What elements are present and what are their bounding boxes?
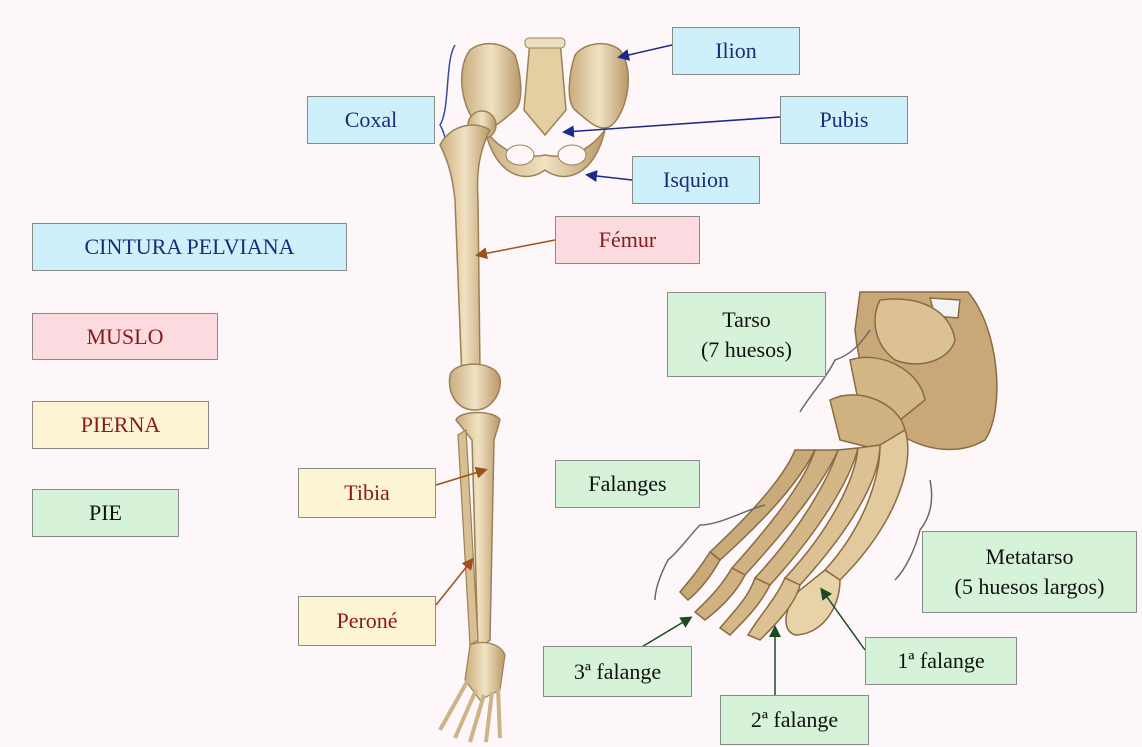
falange1-arrow <box>822 590 865 650</box>
metatarso-label: Metatarso (5 huesos largos) <box>922 531 1137 613</box>
isquion-label: Isquion <box>632 156 760 204</box>
metatarso-count: (5 huesos largos) <box>955 572 1105 602</box>
pierna-label: PIERNA <box>32 401 209 449</box>
cintura-pelviana-label: CINTURA PELVIANA <box>32 223 347 271</box>
femur-arrow <box>478 240 555 255</box>
falange3-arrow <box>640 618 690 648</box>
ilion-arrow <box>620 45 672 57</box>
femur-label: Fémur <box>555 216 700 264</box>
coxal-label: Coxal <box>307 96 435 144</box>
falange3-label: 3ª falange <box>543 646 692 697</box>
pie-label: PIE <box>32 489 179 537</box>
falanges-label: Falanges <box>555 460 700 508</box>
isquion-arrow <box>588 175 632 180</box>
femur-bone <box>440 111 500 410</box>
pubis-label: Pubis <box>780 96 908 144</box>
tarso-count: (7 huesos) <box>701 335 792 365</box>
falange2-label: 2ª falange <box>720 695 869 745</box>
pelvis-bone <box>462 38 629 177</box>
tarso-name: Tarso <box>722 305 771 335</box>
tarso-label: Tarso (7 huesos) <box>667 292 826 377</box>
perone-label: Peroné <box>298 596 436 646</box>
small-foot-bones <box>440 642 505 742</box>
metatarso-name: Metatarso <box>986 542 1074 572</box>
tibia-label: Tibia <box>298 468 436 518</box>
ilion-label: Ilion <box>672 27 800 75</box>
muslo-label: MUSLO <box>32 313 218 360</box>
falange1-label: 1ª falange <box>865 637 1017 685</box>
